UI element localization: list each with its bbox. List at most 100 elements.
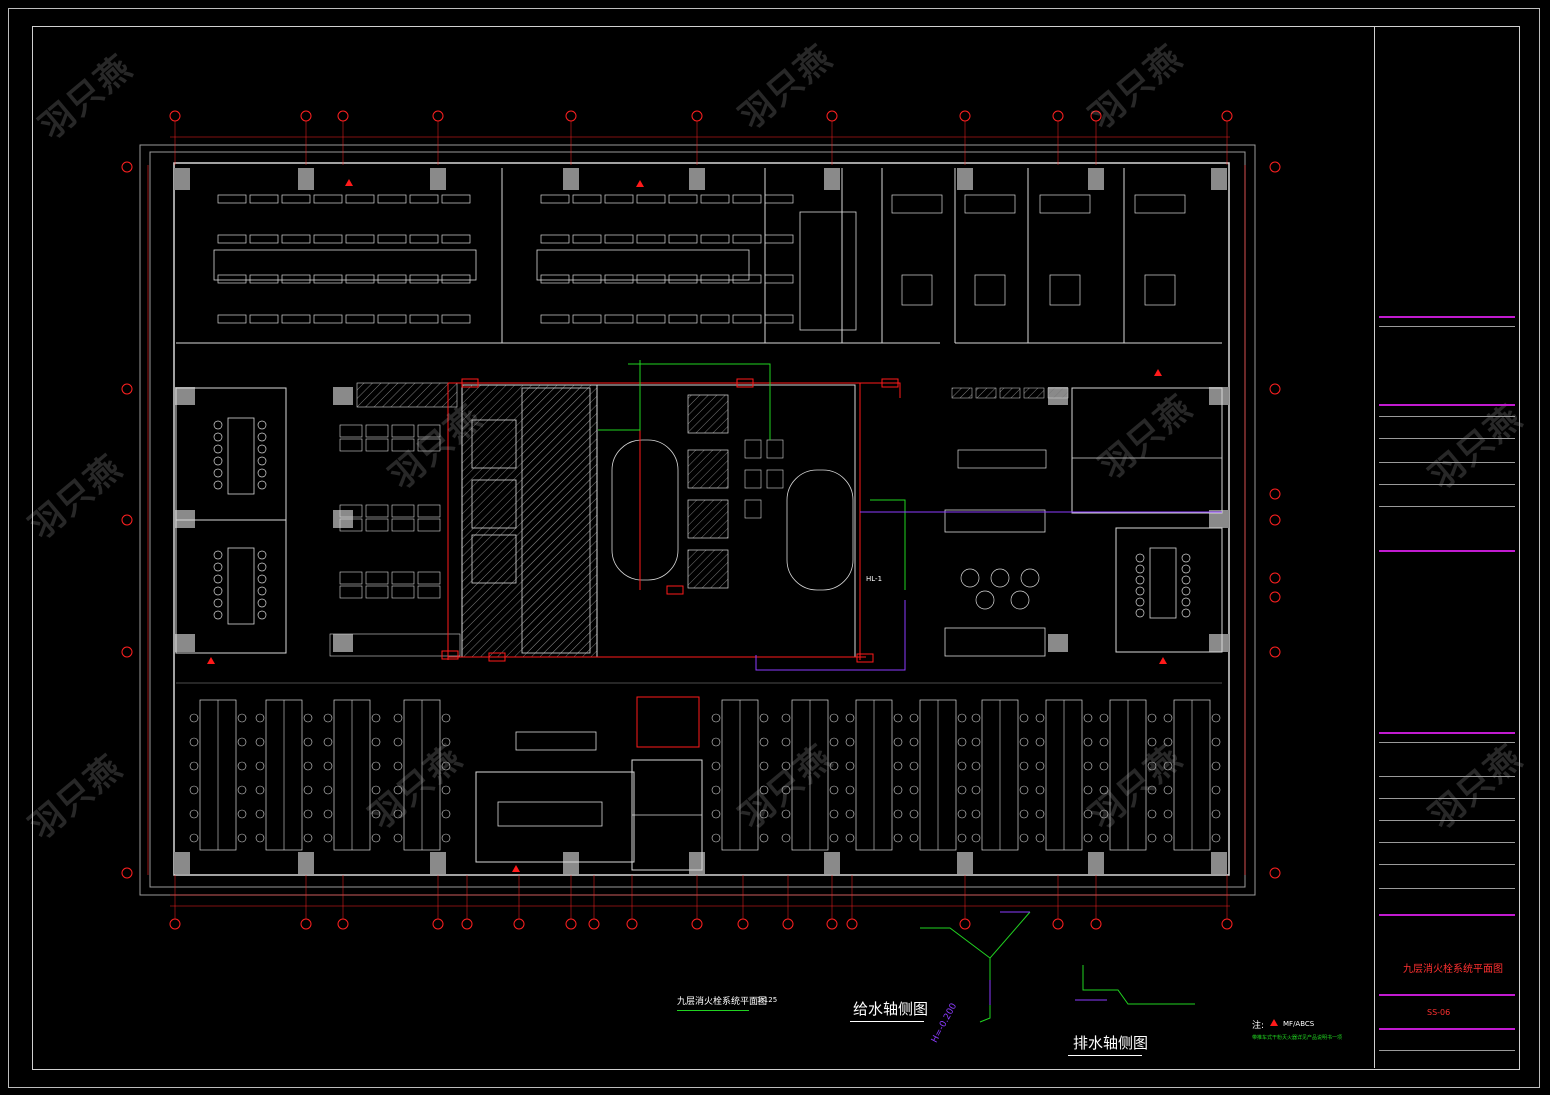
workstation	[365, 571, 389, 585]
toilet-stall	[766, 469, 784, 489]
chair	[303, 785, 313, 795]
chair	[257, 420, 267, 430]
desk	[764, 314, 794, 324]
chair	[213, 420, 223, 430]
chair	[257, 432, 267, 442]
meeting-table	[227, 547, 255, 625]
desk	[700, 314, 730, 324]
chair	[957, 761, 967, 771]
water-pipe	[870, 499, 906, 590]
chair	[237, 713, 247, 723]
toilet-stall	[744, 439, 762, 459]
chair	[845, 761, 855, 771]
shelf	[975, 387, 997, 399]
chair	[957, 713, 967, 723]
round-table	[1020, 568, 1040, 588]
column	[957, 168, 973, 190]
chair	[1181, 553, 1191, 563]
chair	[759, 761, 769, 771]
chair	[1147, 761, 1157, 771]
chair	[213, 586, 223, 596]
shelf	[951, 387, 973, 399]
plan-scale: 1:125	[757, 996, 778, 1004]
chair	[371, 833, 381, 843]
desk	[217, 234, 247, 244]
toilet-stall	[744, 469, 762, 489]
axis-marker	[121, 514, 133, 526]
round-table	[960, 568, 980, 588]
column	[824, 168, 840, 190]
axis-marker	[300, 918, 312, 930]
chair	[893, 833, 903, 843]
axis-marker	[691, 918, 703, 930]
workstation	[339, 518, 363, 532]
axis-marker	[737, 918, 749, 930]
workstation	[417, 504, 441, 518]
meeting-table	[1149, 547, 1177, 619]
chair	[1035, 833, 1045, 843]
desk	[732, 314, 762, 324]
chair	[303, 761, 313, 771]
chair	[845, 809, 855, 819]
chair	[213, 456, 223, 466]
chair	[971, 809, 981, 819]
chair	[213, 574, 223, 584]
chair	[441, 713, 451, 723]
title-block-rule	[1379, 864, 1515, 865]
round-table	[975, 590, 995, 610]
reception-desk	[515, 731, 597, 751]
chair	[893, 809, 903, 819]
axis-marker	[1269, 488, 1281, 500]
title-block-rule	[1379, 438, 1515, 439]
chair	[323, 761, 333, 771]
chair	[1099, 809, 1109, 819]
desk	[249, 194, 279, 204]
desk	[281, 234, 311, 244]
desk	[572, 194, 602, 204]
chair	[257, 456, 267, 466]
desk	[281, 314, 311, 324]
desk	[281, 274, 311, 284]
elevator-car	[687, 449, 729, 489]
column	[689, 168, 705, 190]
chair	[237, 785, 247, 795]
chair	[829, 833, 839, 843]
meeting-table	[227, 417, 255, 495]
desk	[700, 234, 730, 244]
chair	[893, 761, 903, 771]
chair	[393, 713, 403, 723]
chair	[711, 785, 721, 795]
chair	[1211, 833, 1221, 843]
drainage-axis-title: 排水轴侧图	[1073, 1034, 1149, 1052]
chair	[1019, 809, 1029, 819]
chair	[441, 785, 451, 795]
axis-marker	[691, 110, 703, 122]
desk	[409, 234, 439, 244]
desk	[700, 274, 730, 284]
chair	[829, 737, 839, 747]
chair	[371, 761, 381, 771]
chair	[845, 833, 855, 843]
column	[174, 168, 190, 190]
desk	[345, 274, 375, 284]
chair	[1181, 564, 1191, 574]
column	[1209, 510, 1229, 528]
chair	[1135, 553, 1145, 563]
chair	[1019, 737, 1029, 747]
axis-marker	[432, 918, 444, 930]
desk	[732, 274, 762, 284]
office-desk	[964, 194, 1016, 214]
inner-frame	[32, 26, 1520, 1070]
workstation	[339, 504, 363, 518]
chair	[1019, 833, 1029, 843]
desk	[636, 234, 666, 244]
workstation	[417, 518, 441, 532]
axis-marker	[565, 110, 577, 122]
axis-marker	[959, 918, 971, 930]
chair	[1083, 785, 1093, 795]
chair	[1211, 809, 1221, 819]
chair	[1035, 809, 1045, 819]
chair	[1099, 785, 1109, 795]
chair	[371, 785, 381, 795]
sofa	[944, 627, 1046, 657]
